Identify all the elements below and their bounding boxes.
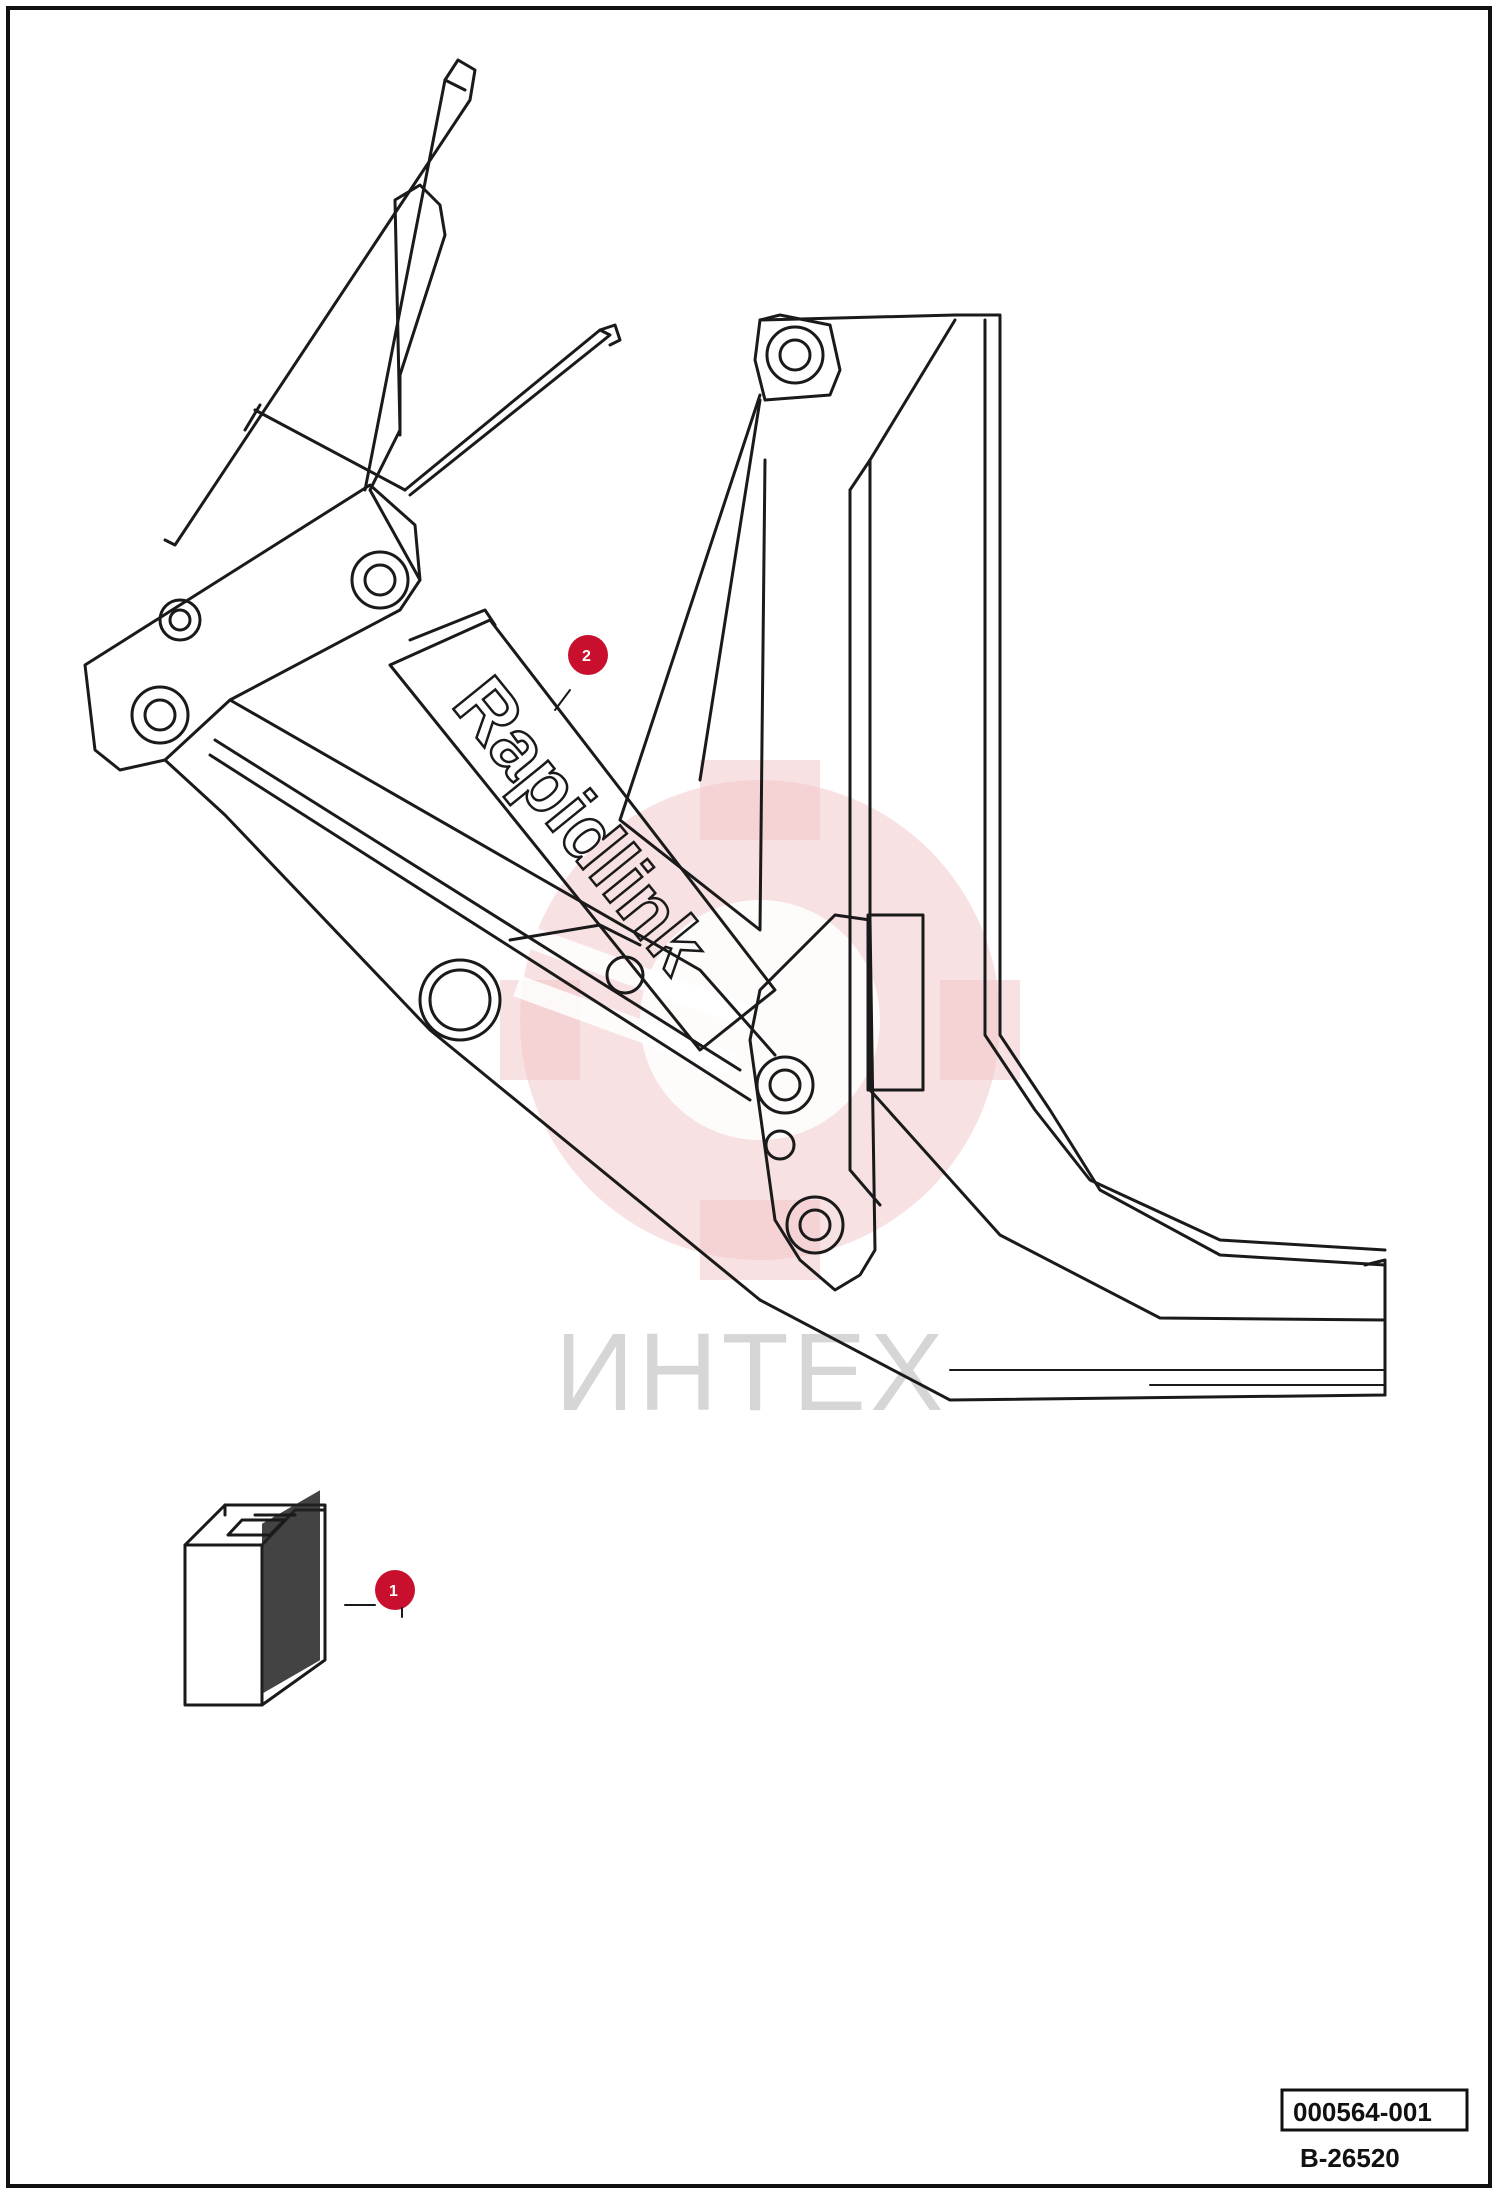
part-number-box: 000564-001	[1280, 2088, 1469, 2132]
item-1-block	[183, 1490, 327, 1707]
callout-1[interactable]: 1	[344, 1570, 415, 1618]
callout-2-marker	[568, 635, 608, 675]
drawing-number: B-26520	[1300, 2143, 1400, 2173]
callout-1-marker	[375, 1570, 415, 1610]
callout-2-label: 2	[582, 648, 591, 665]
upper-bracket	[618, 313, 842, 932]
watermark-gear-icon	[500, 760, 1020, 1280]
loader-arm	[83, 483, 777, 1302]
part-number: 000564-001	[1293, 2097, 1432, 2127]
lift-lever	[163, 58, 622, 582]
drawing-frame	[6, 6, 1492, 2188]
attachment-frame	[758, 313, 1387, 1402]
watermark-text: ИНТЕХ	[555, 1311, 947, 1434]
lower-bracket	[748, 913, 925, 1292]
callout-2[interactable]: 2	[554, 635, 608, 711]
callout-1-label: 1	[389, 1583, 398, 1600]
